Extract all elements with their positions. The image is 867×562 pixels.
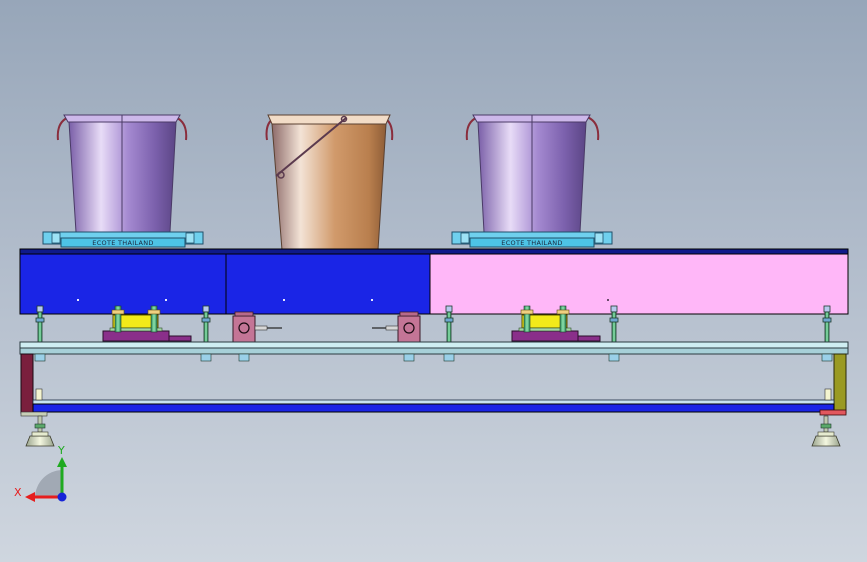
bucket-right <box>465 114 600 233</box>
leveling-foot-right <box>811 415 841 447</box>
panel-right[interactable] <box>429 253 849 315</box>
x-axis-arrowhead <box>25 492 35 502</box>
panel-center[interactable] <box>225 253 431 315</box>
load-cell-left[interactable] <box>232 311 282 343</box>
panel-left[interactable] <box>19 253 227 315</box>
top-beam-rail <box>19 248 849 255</box>
z-axis-marker <box>57 492 67 502</box>
triad-plane <box>35 470 62 497</box>
frame-leg-left <box>20 353 34 414</box>
load-bracket-right <box>511 305 601 342</box>
support-rail-top <box>19 341 849 349</box>
tray-right-label: ECOTE THAILAND <box>501 239 562 247</box>
support-rail-bottom <box>19 347 849 355</box>
y-axis-arrowhead <box>57 457 67 467</box>
axis-triad[interactable]: Y X <box>14 444 67 502</box>
tray-left: ECOTE THAILAND <box>42 231 204 248</box>
load-bracket-left <box>102 305 192 342</box>
y-axis-label: Y <box>57 444 65 457</box>
bucket-left <box>56 114 188 233</box>
bucket-center <box>265 114 394 251</box>
support-nuts-lower <box>34 353 833 362</box>
bottom-beam-pin-left <box>35 388 43 401</box>
frame-corner-plate <box>819 409 847 416</box>
bottom-beam-pin-right <box>824 388 832 401</box>
x-axis-label: X <box>14 486 22 499</box>
load-cell-right[interactable] <box>372 311 421 343</box>
tray-left-label: ECOTE THAILAND <box>92 239 153 247</box>
leveling-foot-left <box>20 411 55 447</box>
tray-right: ECOTE THAILAND <box>451 231 613 248</box>
frame-leg-right <box>833 353 847 414</box>
bottom-beam <box>32 403 835 413</box>
panel-rivets <box>77 299 609 301</box>
